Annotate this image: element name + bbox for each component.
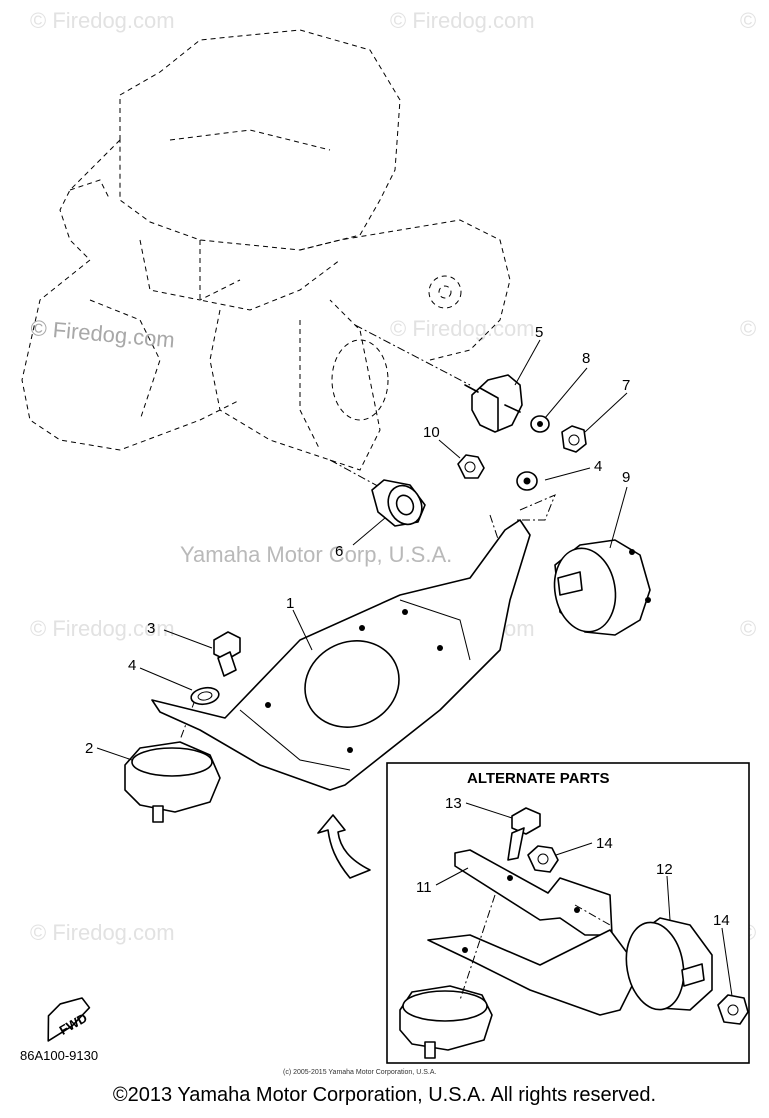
assembly-guides xyxy=(179,324,556,741)
watermark-text: © xyxy=(740,316,756,341)
watermark-overlay: © Firedog.com xyxy=(30,315,176,353)
callout-14: 14 xyxy=(596,835,613,852)
callout-9: 9 xyxy=(622,469,630,486)
callout-13: 13 xyxy=(445,795,462,812)
alt-plate xyxy=(427,929,641,1016)
watermark-text: © Firedog.com xyxy=(390,316,535,341)
callout-14b: 14 xyxy=(713,912,730,929)
rubber-bushing-6 xyxy=(371,479,426,527)
washer-8 xyxy=(530,415,550,433)
leader-13 xyxy=(465,802,513,819)
callout-11: 11 xyxy=(416,879,432,896)
watermark-text: © xyxy=(740,616,756,641)
watermark-text: © Firedog.com xyxy=(30,616,175,641)
fwd-arrow: FWD xyxy=(47,997,91,1042)
nut-7 xyxy=(561,425,587,453)
callout-8: 8 xyxy=(582,350,590,367)
leader-12 xyxy=(666,875,671,921)
watermark-text: © Firedog.com xyxy=(30,920,175,945)
copyright-footer: ©2013 Yamaha Motor Corporation, U.S.A. A… xyxy=(112,1084,657,1106)
callouts: 5 8 7 10 4 9 6 1 3 4 2 xyxy=(85,324,630,757)
rubber-mount-alt xyxy=(399,985,493,1059)
callout-12: 12 xyxy=(656,861,673,878)
callout-4: 4 xyxy=(594,458,602,475)
callout-1: 1 xyxy=(286,595,294,612)
firedog-watermark: © Firedog.com xyxy=(30,315,176,353)
alt-guide xyxy=(459,894,496,1001)
engine-outline xyxy=(21,29,511,471)
callout-6: 6 xyxy=(335,543,343,560)
nut-14-lower xyxy=(717,994,749,1025)
alternate-parts-title: ALTERNATE PARTS xyxy=(467,770,610,787)
alt-guide xyxy=(574,904,611,926)
nut-14-upper xyxy=(527,845,559,873)
callout-7: 7 xyxy=(622,377,630,394)
washer-4-upper xyxy=(516,471,538,491)
watermark-text: © Firedog.com xyxy=(30,8,175,33)
diagram-code: 86A100-9130 xyxy=(20,1048,98,1063)
engine-mount-9 xyxy=(553,539,651,636)
callout-4: 4 xyxy=(128,657,136,674)
small-copyright: (c) 2005-2015 Yamaha Motor Corporation, … xyxy=(283,1069,436,1076)
watermark-text: © xyxy=(740,8,756,33)
mounting-bracket-1 xyxy=(151,519,531,791)
leader-14b xyxy=(721,927,733,997)
watermark-text: © Firedog.com xyxy=(390,8,535,33)
leader-14 xyxy=(555,842,593,856)
direction-arrow xyxy=(317,814,371,879)
alternate-parts-panel: ALTERNATE PARTS xyxy=(386,762,750,1064)
nut-10 xyxy=(457,454,485,479)
callout-5: 5 xyxy=(535,324,543,341)
engine-mount-damper-5 xyxy=(464,374,523,433)
leader-lines xyxy=(96,339,628,761)
callout-2: 2 xyxy=(85,740,93,757)
callout-3: 3 xyxy=(147,620,155,637)
bolt-13 xyxy=(507,807,541,861)
bolt-3 xyxy=(213,631,241,677)
yamaha-watermark: Yamaha Motor Corp, U.S.A. xyxy=(180,542,452,567)
leader-11 xyxy=(435,867,469,886)
callout-10: 10 xyxy=(423,424,440,441)
washer-4-lower xyxy=(190,686,220,706)
rubber-mount-2 xyxy=(124,741,221,823)
engine-mount-12 xyxy=(625,917,713,1011)
